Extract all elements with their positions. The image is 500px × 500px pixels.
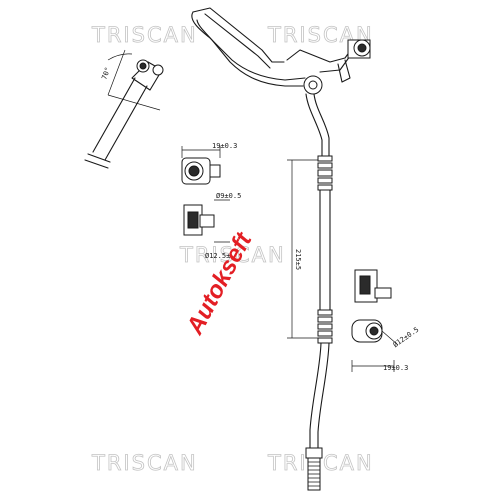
right-diameter-label: Ø12±0.5 [392,326,421,349]
diameter-small-label: Ø9±0.5 [216,192,241,200]
upper-pipe-loop-inner [204,13,271,69]
hose-assembly: 215±5 [191,7,371,491]
angled-fitting-bolt-inner [139,62,147,70]
lower-crimp-ring-2 [317,316,333,323]
banjo-side-stub [199,214,215,228]
lower-pipe-right [317,342,330,449]
banjo-top-width-dimension [181,146,221,158]
upper-pipe-inner [196,19,304,87]
hose-length-label: 215±5 [294,249,302,270]
watermark-middle: TRISCAN [179,243,286,267]
top-fitting-bolt [357,43,367,53]
upper-crimp-ring-3 [317,169,333,177]
upper-crimp-ring-2 [317,162,333,169]
angled-fitting-detail: 70° [84,49,164,169]
banjo-top-view: 19±0.3 [181,142,237,185]
junction-fitting-center [308,80,318,90]
lower-pipe-left [309,342,322,449]
lower-crimp-ring-5 [317,337,333,344]
bottom-fitting-nut [305,447,323,459]
lower-crimp-ring-3 [317,323,333,330]
upper-crimp-ring-1 [317,155,333,162]
flexible-hose [319,189,331,311]
right-fitting-bore [359,275,371,295]
lower-crimp-ring-4 [317,330,333,337]
banjo-side-bore [187,211,199,229]
upper-crimp-ring-5 [317,184,333,191]
upper-pipe-loop [192,7,285,63]
upper-bracket-arm-inner [319,55,351,73]
angled-fitting-end [84,153,111,169]
angle-arc [107,53,133,61]
right-fitting-stub [374,287,392,299]
upper-curve-right [313,93,330,161]
lower-crimp-ring-1 [317,309,333,316]
right-width-label: 19±0.3 [383,364,408,372]
banjo-top-width-label: 19±0.3 [212,142,237,150]
angle-reference-lines [107,49,161,111]
watermark-bottom-left: TRISCAN [91,451,198,475]
angled-fitting-eye [152,64,164,76]
banjo-top-stub [209,164,221,178]
diameter-large-label: Ø12.5± [205,252,230,260]
angle-label: 70° [100,66,112,81]
upper-crimp-ring-4 [317,177,333,184]
upper-pipe-outer [191,11,306,81]
watermark-top-left: TRISCAN [91,23,198,47]
banjo-side-dimension-lines [214,199,230,243]
right-fitting-bolt [369,326,379,336]
upper-curve-left [305,93,323,161]
hose-length-dimension-line [287,159,318,339]
bottom-fitting-thread [308,461,320,487]
banjo-top-bolt [188,165,200,177]
angled-fitting-tube [92,77,148,161]
banjo-side-view: Ø9±0.5 Ø12.5± [183,192,241,260]
top-fitting-stem [337,59,351,83]
right-fitting-detail: Ø12±0.5 19±0.3 [351,269,421,372]
right-fitting-dimension-lines [351,330,399,372]
